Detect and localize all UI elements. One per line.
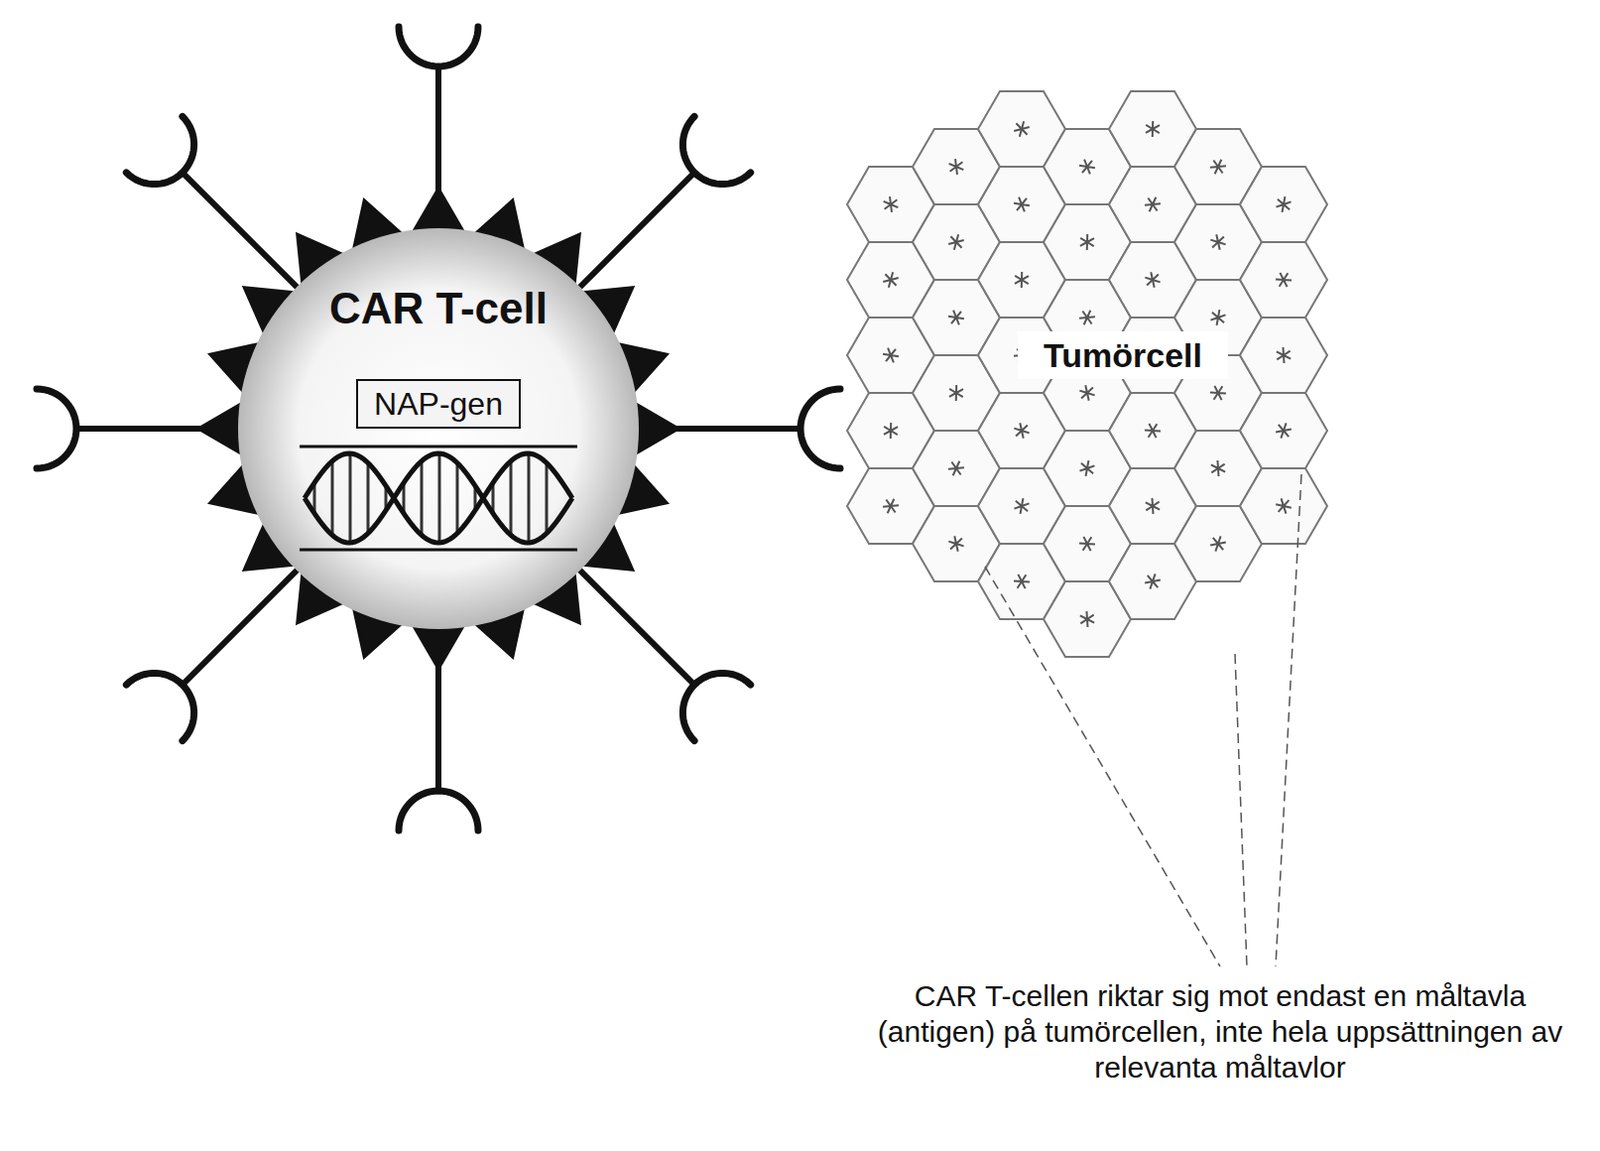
receptor-cup bbox=[125, 672, 194, 740]
nucleus bbox=[1145, 121, 1160, 137]
receptor-cup bbox=[36, 388, 77, 469]
dna-rung bbox=[545, 463, 549, 534]
nucleus bbox=[948, 535, 964, 552]
dna-frame bbox=[299, 445, 578, 449]
car-t-cell: CAR T-cellNAP-gen bbox=[190, 180, 687, 677]
nucleus bbox=[1079, 310, 1096, 326]
nucleus bbox=[1210, 535, 1227, 551]
dna-rung bbox=[331, 461, 335, 536]
dna-strand bbox=[304, 453, 573, 543]
dna-helix bbox=[299, 446, 578, 550]
nucleus bbox=[1210, 309, 1226, 326]
nucleus bbox=[1275, 497, 1292, 513]
nucleus bbox=[1013, 497, 1029, 514]
receptors bbox=[36, 26, 841, 831]
nucleus bbox=[1210, 159, 1227, 175]
nucleus bbox=[1144, 271, 1160, 288]
nucleus bbox=[948, 310, 965, 326]
nucleus bbox=[1144, 197, 1161, 213]
nucleus bbox=[949, 158, 965, 175]
nucleus bbox=[948, 234, 965, 249]
nucleus bbox=[1079, 384, 1095, 401]
receptor-cup bbox=[682, 672, 750, 740]
nucleus bbox=[1210, 385, 1227, 400]
note-text: CAR T-cellen riktar sig mot endast en må… bbox=[853, 978, 1588, 1086]
membrane-spikes bbox=[195, 185, 682, 672]
receptor-cup bbox=[398, 26, 479, 67]
nucleus bbox=[882, 498, 899, 514]
nucleus bbox=[1275, 422, 1292, 438]
nucleus bbox=[1144, 573, 1161, 589]
receptor-cup bbox=[398, 790, 479, 831]
leader-lines bbox=[984, 474, 1302, 967]
nucleus bbox=[883, 196, 899, 213]
dna-strand bbox=[304, 453, 573, 543]
receptor-cup bbox=[125, 116, 194, 184]
nucleus bbox=[1013, 121, 1030, 136]
nucleus bbox=[1079, 536, 1096, 551]
nucleus bbox=[948, 461, 965, 477]
leader-line bbox=[1234, 653, 1247, 967]
nucleus bbox=[1144, 423, 1161, 438]
tumor-cell-label: Tumörcell bbox=[1017, 331, 1229, 380]
nucleus bbox=[1079, 159, 1096, 175]
dna-rung bbox=[438, 453, 442, 543]
gene-box: NAP-gen bbox=[356, 378, 521, 429]
nucleus bbox=[882, 271, 899, 287]
nucleus bbox=[1080, 611, 1095, 627]
dna-rung bbox=[349, 453, 353, 543]
node-text: NAP-gen bbox=[373, 384, 503, 423]
nucleus bbox=[883, 422, 898, 439]
dna-rung bbox=[509, 461, 513, 536]
nucleus bbox=[1080, 234, 1095, 250]
nucleus bbox=[1211, 460, 1226, 477]
leader-line bbox=[984, 566, 1221, 967]
nucleus bbox=[1014, 271, 1029, 288]
node-text: CAR T-cell bbox=[190, 283, 687, 334]
nucleus bbox=[882, 348, 899, 364]
nucleus bbox=[1145, 497, 1160, 514]
nucleus bbox=[1013, 574, 1030, 589]
nucleus bbox=[1275, 196, 1291, 213]
receptor-cup bbox=[682, 116, 750, 184]
nucleus bbox=[1275, 272, 1292, 287]
leader-line bbox=[1275, 474, 1302, 967]
tumor-cell-hexagon bbox=[1239, 242, 1328, 318]
tumor-cell-hexagon bbox=[1239, 392, 1328, 469]
dna-rung bbox=[527, 453, 531, 543]
nucleus bbox=[1276, 347, 1291, 364]
nucleus bbox=[1079, 460, 1095, 477]
nucleus bbox=[1210, 234, 1226, 250]
dna-rung bbox=[456, 463, 460, 534]
nucleus bbox=[949, 384, 964, 401]
dna-rung bbox=[367, 463, 370, 534]
node-text: Tumörcell bbox=[1043, 335, 1203, 376]
nucleus bbox=[1013, 197, 1030, 213]
tumor-cell-hexagon bbox=[1239, 317, 1328, 393]
receptor-cup bbox=[800, 388, 841, 469]
car-t-cell-figure bbox=[36, 26, 841, 831]
tumor-cell-hexagon bbox=[1239, 468, 1328, 544]
dna-frame bbox=[299, 548, 578, 552]
dna-rung bbox=[420, 461, 424, 536]
nucleus bbox=[1013, 422, 1029, 439]
tumor-cluster bbox=[847, 91, 1328, 657]
tumor-cell-hexagon bbox=[1239, 166, 1328, 243]
